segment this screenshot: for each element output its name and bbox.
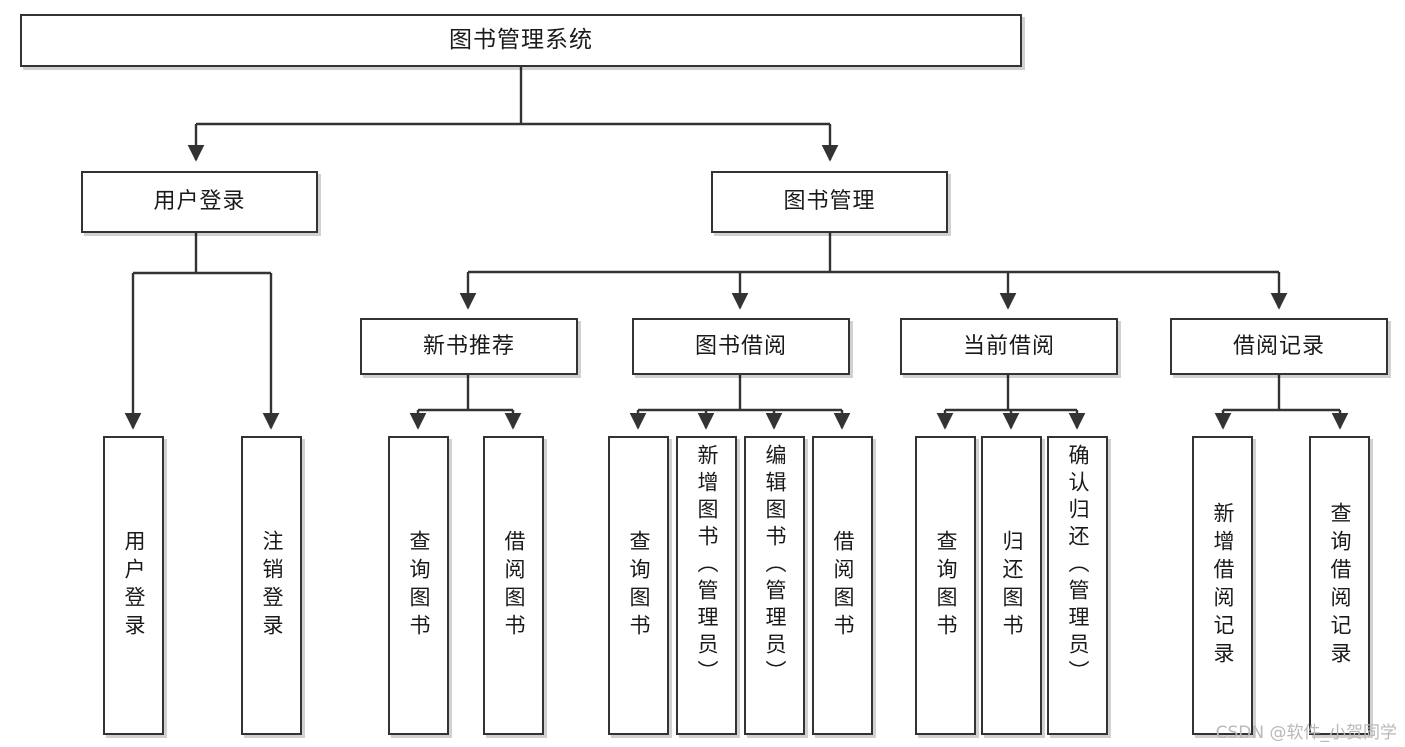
node-leaf-confirm-return-admin[interactable]: 确认归还（管理员） xyxy=(1047,436,1108,735)
node-leaf-borrow-book-2[interactable]: 借阅图书 xyxy=(812,436,873,735)
node-leaf-logout-login[interactable]: 注销登录 xyxy=(241,436,302,735)
node-borrow-record[interactable]: 借阅记录 xyxy=(1170,318,1388,375)
node-leaf-edit-book-admin-label: 编辑图书（管理员） xyxy=(763,444,787,687)
node-new-book-recommend-label: 新书推荐 xyxy=(422,333,515,359)
node-leaf-borrow-book-2-label: 借阅图书 xyxy=(831,529,855,642)
node-leaf-edit-book-admin[interactable]: 编辑图书（管理员） xyxy=(744,436,805,735)
node-leaf-add-book-admin-label: 新增图书（管理员） xyxy=(695,444,719,687)
node-user-login-label: 用户登录 xyxy=(153,189,246,215)
node-leaf-user-login-label: 用户登录 xyxy=(122,529,146,642)
node-leaf-logout-login-label: 注销登录 xyxy=(260,529,284,642)
node-current-borrow[interactable]: 当前借阅 xyxy=(900,318,1118,375)
node-leaf-return-book-label: 归还图书 xyxy=(1000,529,1024,642)
node-book-borrow-label: 图书借阅 xyxy=(694,333,787,359)
node-leaf-query-book-2[interactable]: 查询图书 xyxy=(608,436,669,735)
node-new-book-recommend[interactable]: 新书推荐 xyxy=(360,318,578,375)
node-book-borrow[interactable]: 图书借阅 xyxy=(632,318,850,375)
node-leaf-add-borrow-record-label: 新增借阅记录 xyxy=(1211,501,1235,670)
node-root-label: 图书管理系统 xyxy=(449,26,593,53)
node-leaf-borrow-book-1[interactable]: 借阅图书 xyxy=(483,436,544,735)
watermark: CSDN @软件_小贺同学 xyxy=(1215,723,1397,743)
node-leaf-return-book[interactable]: 归还图书 xyxy=(981,436,1042,735)
node-leaf-user-login[interactable]: 用户登录 xyxy=(103,436,164,735)
node-root[interactable]: 图书管理系统 xyxy=(20,14,1022,67)
node-book-manage-label: 图书管理 xyxy=(783,189,876,215)
node-leaf-query-book-1[interactable]: 查询图书 xyxy=(388,436,449,735)
node-borrow-record-label: 借阅记录 xyxy=(1232,333,1325,359)
node-leaf-confirm-return-admin-label: 确认归还（管理员） xyxy=(1066,444,1090,687)
node-current-borrow-label: 当前借阅 xyxy=(962,333,1055,359)
node-leaf-query-book-2-label: 查询图书 xyxy=(627,529,651,642)
node-book-manage[interactable]: 图书管理 xyxy=(711,171,948,233)
node-user-login[interactable]: 用户登录 xyxy=(81,171,318,233)
node-leaf-add-borrow-record[interactable]: 新增借阅记录 xyxy=(1192,436,1253,735)
node-leaf-query-borrow-record[interactable]: 查询借阅记录 xyxy=(1309,436,1370,735)
node-leaf-add-book-admin[interactable]: 新增图书（管理员） xyxy=(676,436,737,735)
node-leaf-query-book-3-label: 查询图书 xyxy=(934,529,958,642)
node-leaf-query-book-1-label: 查询图书 xyxy=(407,529,431,642)
node-leaf-query-book-3[interactable]: 查询图书 xyxy=(915,436,976,735)
node-leaf-borrow-book-1-label: 借阅图书 xyxy=(502,529,526,642)
node-leaf-query-borrow-record-label: 查询借阅记录 xyxy=(1328,501,1352,670)
